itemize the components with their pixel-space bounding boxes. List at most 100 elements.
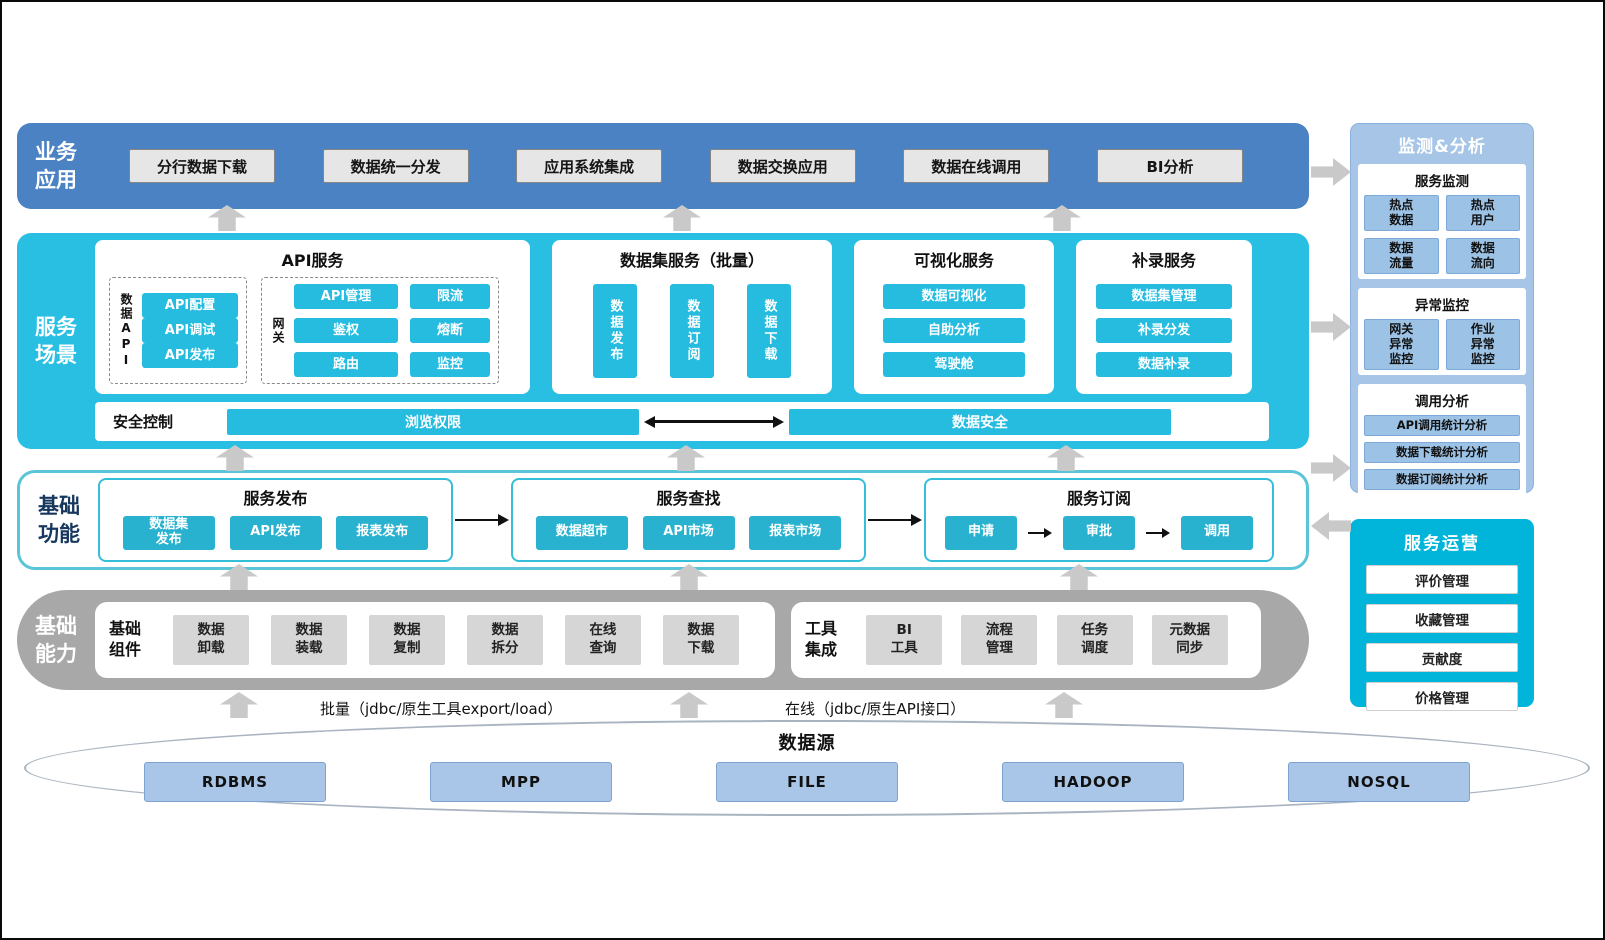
node-nosql: NOSQL (1288, 762, 1470, 802)
call-analysis-title: 调用分析 (1415, 394, 1469, 410)
node-circuit-break: 熔断 (410, 318, 490, 343)
gateway-group: 网关 API管理 限流 鉴权 熔断 路由 监控 (261, 277, 499, 384)
exception-monitor-items: 网关 异常 监控 作业 异常 监控 (1364, 319, 1520, 370)
layer-label-basic-function: 基础 功能 (38, 493, 80, 546)
node-api-config: API配置 (142, 293, 238, 318)
node-apply: 申请 (945, 515, 1017, 550)
arrow-head-icon (911, 514, 922, 526)
node-file: FILE (716, 762, 898, 802)
node-cockpit: 驾驶舱 (883, 352, 1025, 377)
node-bi-analysis: BI分析 (1096, 149, 1243, 183)
node-self-analysis: 自助分析 (883, 318, 1025, 343)
node-api-call-stats: API调用统计分析 (1364, 415, 1520, 436)
node-favorite-manage: 收藏管理 (1366, 604, 1518, 633)
node-contribution: 贡献度 (1366, 643, 1518, 672)
node-api-market: API市场 (642, 515, 735, 550)
supplement-items: 数据集管理 补录分发 数据补录 (1084, 275, 1244, 386)
node-report-market: 报表市场 (749, 515, 842, 550)
node-branch-data-download: 分行数据下载 (129, 149, 275, 183)
up-arrow-icon (1045, 692, 1083, 718)
right-arrow-icon (1311, 158, 1351, 186)
arrow-line (655, 420, 773, 423)
basic-function-content: 服务发布 数据集 发布 API发布 报表发布 服务查找 数据超市 API市场 报… (98, 473, 1306, 567)
node-supplement-distribute: 补录分发 (1096, 318, 1232, 343)
node-data-copy: 数据 复制 (368, 615, 445, 665)
layer-label-basic-capability: 基础 能力 (35, 613, 77, 666)
node-task-schedule: 任务 调度 (1056, 615, 1133, 665)
node-data-unload: 数据 卸载 (173, 615, 249, 665)
service-publish-box: 服务发布 数据集 发布 API发布 报表发布 (98, 478, 453, 562)
gateway-label: 网关 (271, 316, 285, 345)
call-analysis-card: 调用分析 API调用统计分析 数据下载统计分析 数据订阅统计分析 (1358, 384, 1526, 497)
service-search-box: 服务查找 数据超市 API市场 报表市场 (511, 478, 866, 562)
service-monitor-card: 服务监测 热点 数据 热点 用户 数据 流量 数据 流向 (1358, 164, 1526, 279)
node-report-publish: 报表发布 (336, 515, 429, 550)
security-control-bar: 安全控制 浏览权限 数据安全 (95, 402, 1269, 441)
node-hot-users: 热点 用户 (1445, 195, 1520, 231)
node-data-traffic: 数据 流量 (1364, 238, 1439, 274)
arrow-head-icon (1162, 527, 1170, 538)
node-data-download-cap: 数据 下载 (662, 615, 739, 665)
service-search-items: 数据超市 API市场 报表市场 (521, 511, 856, 554)
arrow-head-right (773, 415, 784, 428)
service-publish-title: 服务发布 (243, 489, 308, 508)
node-data-split: 数据 拆分 (466, 615, 543, 665)
node-job-exception: 作业 异常 监控 (1445, 319, 1520, 370)
node-dataset-publish: 数据集 发布 (122, 515, 215, 550)
up-arrow-icon (220, 692, 258, 718)
node-routing: 路由 (294, 352, 398, 377)
left-arrow-icon (1311, 512, 1351, 540)
exception-monitor-title: 异常监控 (1415, 298, 1469, 314)
double-arrow (639, 415, 789, 428)
node-data-load: 数据 装载 (270, 615, 347, 665)
data-api-group: 数据API API配置 API调试 API发布 (109, 277, 247, 384)
security-control-label: 安全控制 (113, 413, 174, 431)
exception-monitor-card: 异常监控 网关 异常 监控 作业 异常 监控 (1358, 288, 1526, 375)
service-publish-items: 数据集 发布 API发布 报表发布 (108, 511, 443, 554)
api-service-title: API服务 (281, 251, 344, 270)
scenario-boxes-row: API服务 数据API API配置 API调试 API发布 网关 (95, 240, 1269, 394)
online-connector-label: 在线（jdbc/原生API接口） (785, 700, 966, 718)
up-arrow-icon (670, 692, 708, 718)
arrow-head-icon (1044, 527, 1052, 538)
dataset-service-items: 数据发布 数据订阅 数据下载 (560, 275, 824, 386)
arrow-line (1146, 531, 1162, 534)
operations-panel-title: 服务运营 (1404, 534, 1480, 554)
node-browse-permission: 浏览权限 (227, 408, 639, 435)
node-data-visualization: 数据可视化 (883, 284, 1025, 309)
node-data-publish: 数据发布 (593, 283, 637, 378)
node-unified-data-distribution: 数据统一分发 (322, 149, 469, 183)
layer-service-scenarios: 服务 场景 API服务 数据API API配置 API调试 API发布 (17, 233, 1309, 449)
supplement-service-title: 补录服务 (1131, 251, 1196, 270)
node-price-manage: 价格管理 (1366, 682, 1518, 711)
tool-integration-label: 工具 集成 (805, 619, 838, 659)
visualization-service-title: 可视化服务 (913, 251, 994, 270)
basic-components-items: 数据 卸载 数据 装载 数据 复制 数据 拆分 在线 查询 数据 下载 (151, 615, 761, 665)
flow-arrow-publish-to-search (455, 514, 509, 526)
batch-connector-label: 批量（jdbc/原生工具export/load） (320, 700, 563, 718)
node-mpp: MPP (430, 762, 612, 802)
basic-capability-content: 基础 组件 数据 卸载 数据 装载 数据 复制 数据 拆分 在线 查询 数据 下… (95, 590, 1309, 690)
datasource-items: RDBMS MPP FILE HADOOP NOSQL (26, 755, 1588, 802)
node-hot-data: 热点 数据 (1364, 195, 1439, 231)
scenario-content: API服务 数据API API配置 API调试 API发布 网关 (95, 233, 1309, 449)
service-subscribe-title: 服务订阅 (1066, 489, 1131, 508)
layer-label-scenario: 服务 场景 (35, 314, 77, 367)
visualization-service-box: 可视化服务 数据可视化 自助分析 驾驶舱 (854, 240, 1054, 394)
layer-basic-functions: 基础 功能 服务发布 数据集 发布 API发布 报表发布 服务查找 数据超市 A… (17, 470, 1309, 570)
node-auth: 鉴权 (294, 318, 398, 343)
arrow-line (1028, 531, 1044, 534)
node-call: 调用 (1181, 515, 1253, 550)
service-subscribe-items: 申请 审批 调用 (934, 511, 1264, 554)
service-subscribe-box: 服务订阅 申请 审批 调用 (924, 478, 1274, 562)
layer-business-apps: 业务 应用 分行数据下载 数据统一分发 应用系统集成 数据交换应用 数据在线调用… (17, 123, 1309, 209)
monitor-analysis-panel: 监测&分析 服务监测 热点 数据 热点 用户 数据 流量 数据 流向 异常监控 … (1350, 123, 1534, 497)
node-bi-tool: BI 工具 (866, 615, 943, 665)
dataset-service-title: 数据集服务（批量） (619, 251, 764, 270)
node-data-supermarket: 数据超市 (535, 515, 628, 550)
monitor-panel-title: 监测&分析 (1398, 137, 1486, 157)
service-search-title: 服务查找 (656, 489, 721, 508)
node-data-security: 数据安全 (789, 408, 1171, 435)
data-api-label: 数据API (119, 292, 133, 369)
